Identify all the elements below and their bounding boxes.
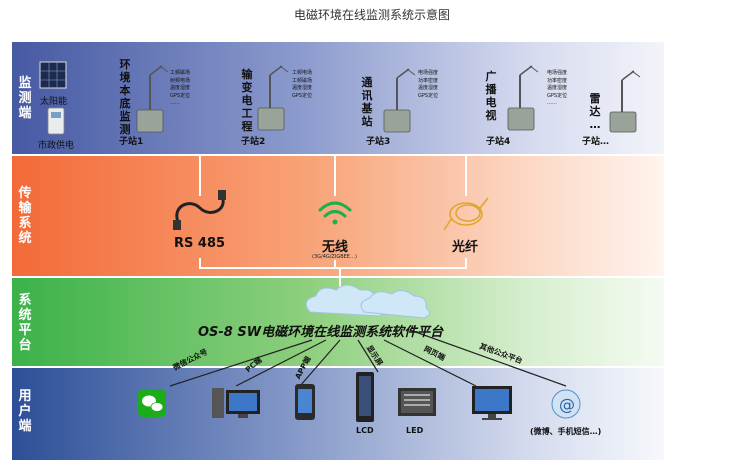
led-label: LED: [406, 426, 424, 435]
connection-lines: [199, 154, 467, 295]
platform-name: OS-8 SW电磁环境在线监测系统软件平台: [198, 325, 444, 340]
phone-icon: [295, 384, 315, 420]
fiber-label: 光纤: [452, 240, 479, 255]
fiber-icon: [443, 197, 489, 231]
wireless-note: (3G/4G/ZIGBEE…): [312, 254, 357, 260]
monitoring-band: [12, 42, 664, 154]
station-1-sub: 子站1: [119, 137, 144, 147]
rs485-cable-icon: [173, 190, 226, 230]
station-4-sub: 子站4: [486, 137, 511, 147]
station-3-icon: [383, 68, 416, 133]
station-4-icon: [507, 65, 539, 131]
user-band-label: 用户端: [18, 389, 32, 434]
monitoring-band-label: 监测端: [18, 76, 32, 121]
transmission-band-label: 传输系统: [18, 186, 32, 246]
channel-lines: [169, 329, 567, 387]
user-band: [12, 368, 664, 460]
rs485-label: RS 485: [174, 236, 226, 251]
station-2-name: 输变电工程: [241, 68, 253, 133]
web-monitor-icon: [472, 386, 512, 420]
station-3-name: 通讯基站: [361, 76, 373, 128]
station-4-name: 广播电视: [485, 70, 497, 122]
svg-text:@: @: [559, 395, 575, 414]
solar-label: 太阳能: [40, 97, 68, 107]
led-icon: [398, 388, 436, 416]
station-2-sub: 子站2: [241, 137, 266, 147]
grid-power-label: 市政供电: [38, 141, 75, 151]
lcd-icon: [356, 372, 374, 422]
wireless-icon: [318, 201, 352, 225]
station-1-name: 环境本底监测: [119, 58, 131, 136]
transmission-band: [12, 156, 664, 276]
wechat-icon: [138, 389, 166, 417]
power-meter-icon: [47, 107, 65, 135]
wireless-label: 无线: [322, 240, 349, 255]
station-5-icon: [609, 70, 641, 133]
pc-icon: [212, 388, 260, 418]
lcd-label: LCD: [356, 426, 374, 435]
other-platform-icon: @: [551, 389, 581, 419]
solar-panel-icon: [39, 61, 67, 89]
cloud-icon: [305, 284, 430, 319]
station-3-sub: 子站3: [366, 137, 391, 147]
platform-band-label: 系统平台: [18, 293, 32, 353]
diagram-title: 电磁环境在线监测系统示意图: [293, 8, 450, 22]
other-platform-label: (微博、手机短信…): [530, 427, 602, 436]
station-2-icon: [257, 65, 289, 131]
station-5-sub: 子站…: [582, 137, 610, 147]
station-1-icon: [136, 65, 169, 133]
station-5-name: 雷达…: [589, 92, 601, 131]
